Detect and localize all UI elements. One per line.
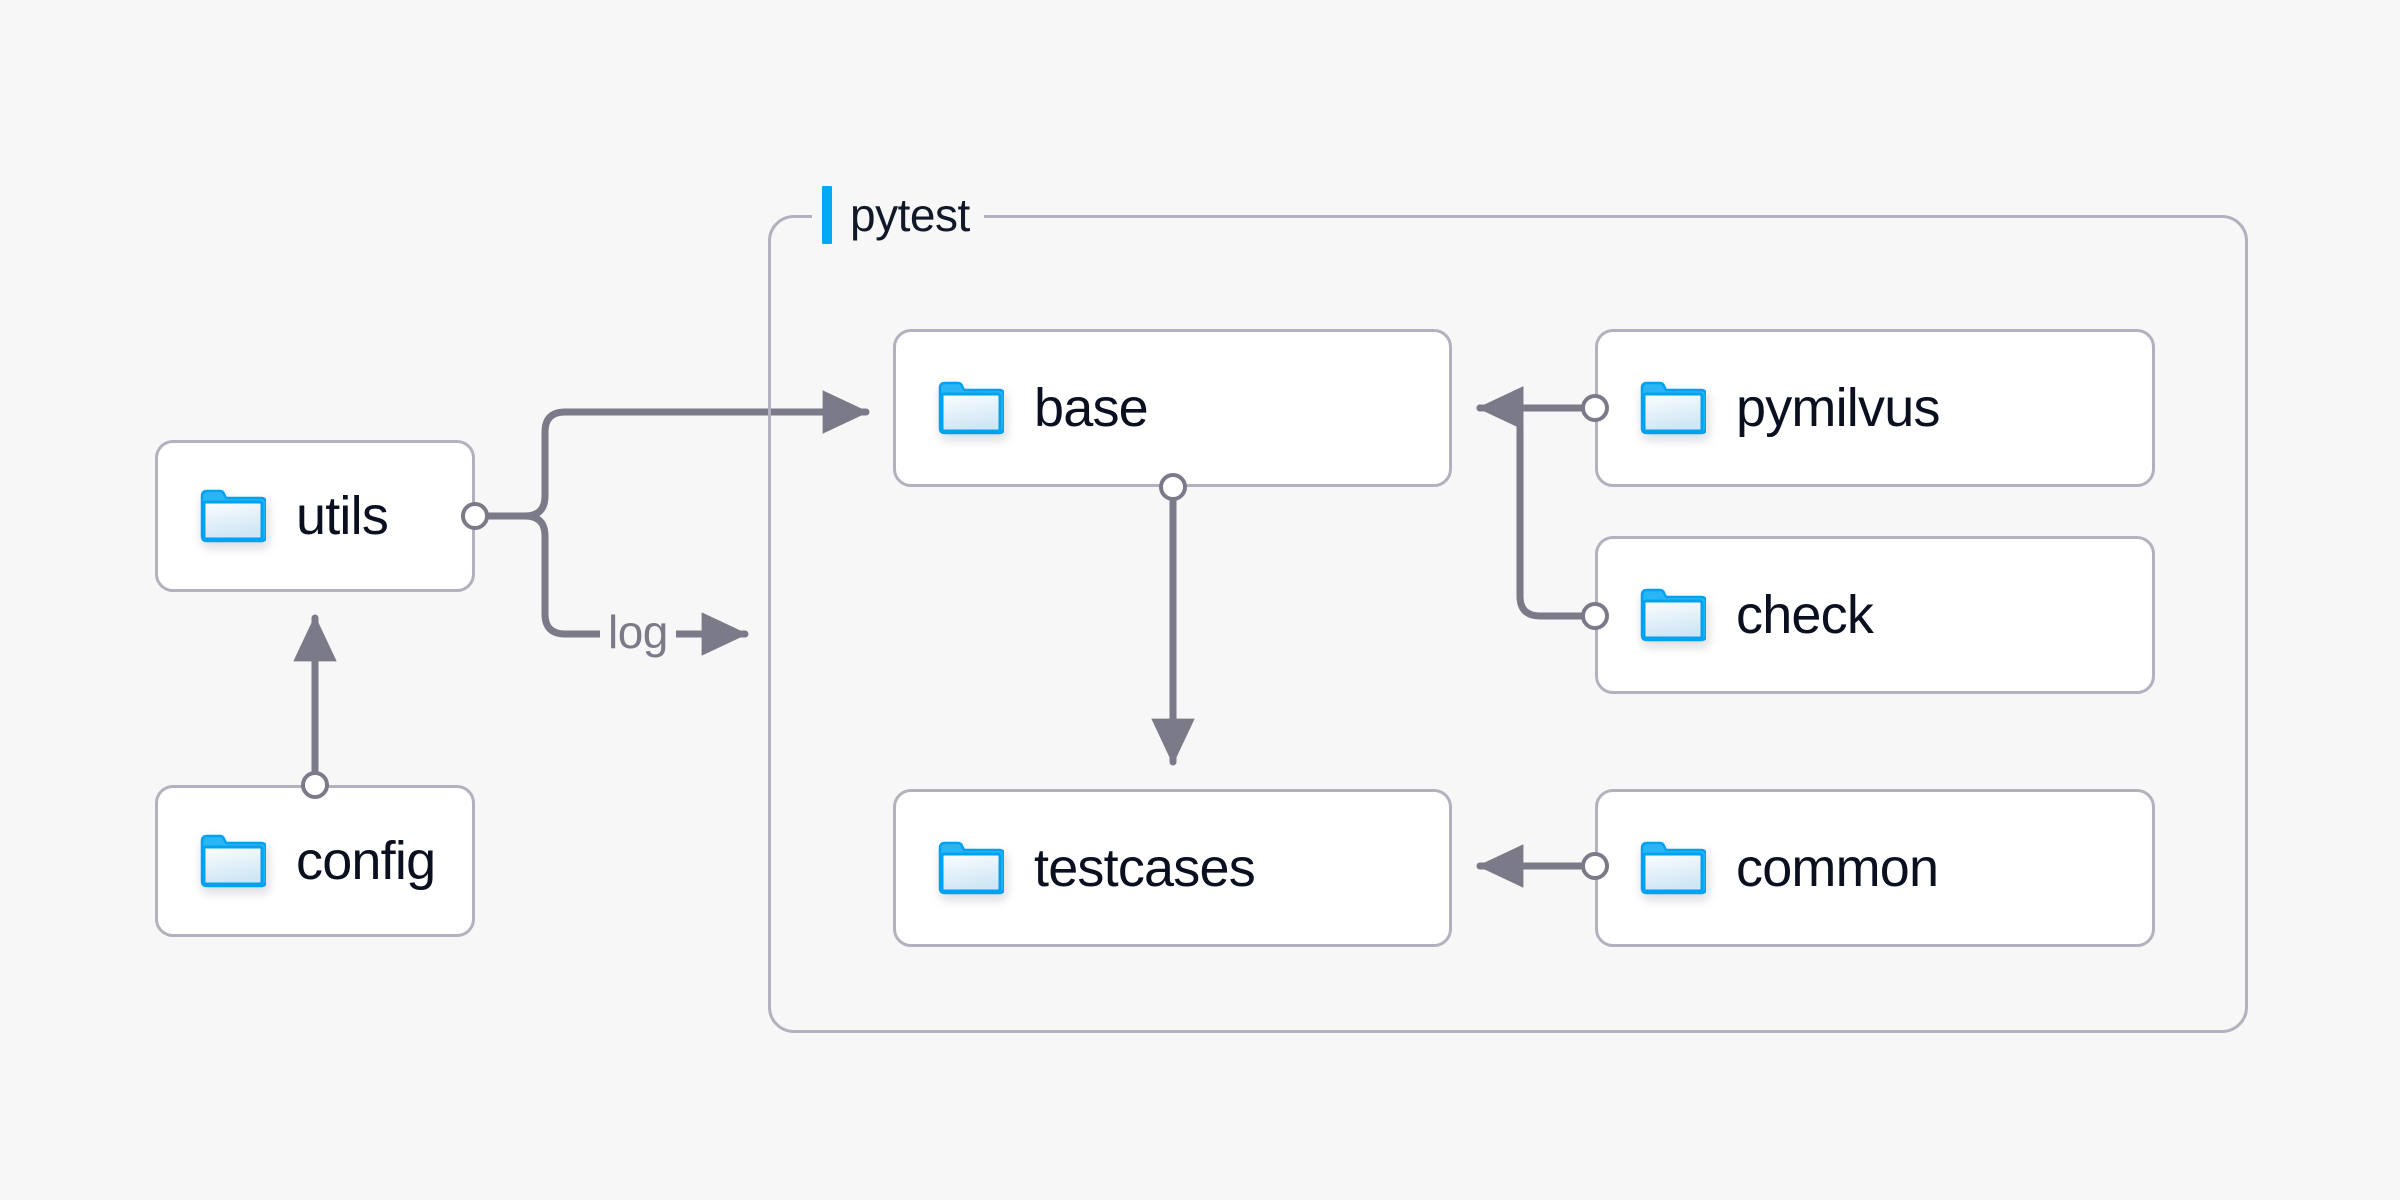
folder-icon (938, 841, 1004, 895)
node-common[interactable]: common (1595, 789, 2155, 947)
edge-label-log: log (600, 605, 676, 659)
group-accent-bar (822, 186, 832, 244)
folder-icon (200, 834, 266, 888)
node-check[interactable]: check (1595, 536, 2155, 694)
node-utils[interactable]: utils (155, 440, 475, 592)
group-pytest-title: pytest (812, 184, 984, 246)
node-check-port-left[interactable] (1581, 602, 1609, 630)
folder-icon (200, 489, 266, 543)
folder-icon (1640, 588, 1706, 642)
node-utils-port-right[interactable] (461, 502, 489, 530)
node-pymilvus-label: pymilvus (1736, 378, 1940, 438)
node-config[interactable]: config (155, 785, 475, 937)
group-pytest-label: pytest (850, 189, 970, 241)
folder-icon (1640, 381, 1706, 435)
node-utils-label: utils (296, 486, 389, 546)
folder-icon (938, 381, 1004, 435)
node-testcases[interactable]: testcases (893, 789, 1452, 947)
node-pymilvus-port-left[interactable] (1581, 394, 1609, 422)
folder-icon (1640, 841, 1706, 895)
node-check-label: check (1736, 585, 1874, 645)
node-common-port-left[interactable] (1581, 852, 1609, 880)
node-base[interactable]: base (893, 329, 1452, 487)
group-pytest[interactable] (768, 215, 2248, 1033)
node-base-label: base (1034, 378, 1149, 438)
node-config-label: config (296, 831, 436, 891)
node-base-port-bottom[interactable] (1159, 473, 1187, 501)
node-config-port-top[interactable] (301, 771, 329, 799)
node-common-label: common (1736, 838, 1939, 898)
node-pymilvus[interactable]: pymilvus (1595, 329, 2155, 487)
node-testcases-label: testcases (1034, 838, 1256, 898)
